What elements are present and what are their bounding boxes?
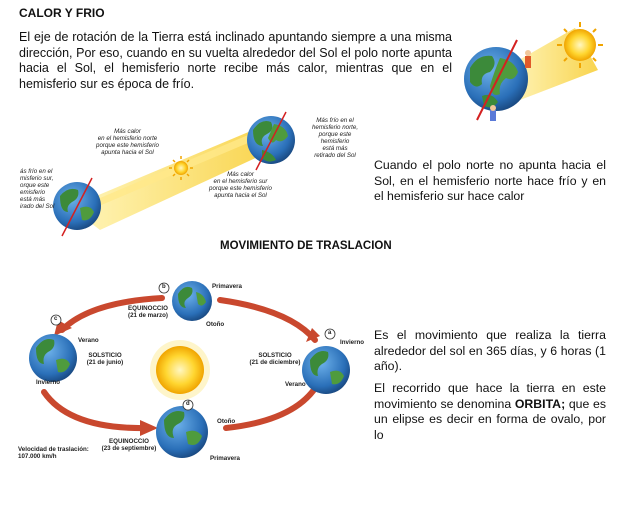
marker-a: a (328, 330, 332, 336)
label-lower-middle: Más calor en el hemisferio sur porque es… (209, 171, 272, 199)
label-equinoccio-bottom: EQUINOCCIO (23 de septiembre) (101, 438, 157, 452)
sun-icon-top (557, 22, 603, 68)
globe-icon-orbit-bottom (156, 406, 208, 458)
marker-c: c (54, 316, 58, 322)
globe-icon-orbit-top (172, 281, 212, 321)
label-verano-left: Verano (78, 337, 99, 344)
label-velocidad: Velocidad de traslación: 107.000 km/h (18, 446, 89, 460)
label-otono-top: Otoño (206, 321, 225, 328)
globe-icon-orbit-right (302, 346, 350, 394)
label-primavera-top: Primavera (212, 283, 242, 290)
traslacion-paragraph-2: El recorrido que hace la tierra en este … (374, 381, 606, 442)
intro-paragraph: El eje de rotación de la Tierra está inc… (19, 30, 452, 91)
globe-icon-top (464, 39, 531, 121)
label-invierno-left: Invierno (36, 379, 61, 386)
section-title-traslacion: MOVIMIENTO DE TRASLACION (220, 240, 392, 252)
traslacion-paragraph-1: Es el movimiento que realiza la tierra a… (374, 328, 606, 374)
marker-b: b (162, 284, 166, 290)
label-solsticio-left: SOLSTICIO (21 de junio) (86, 352, 124, 366)
globe-icon-right (247, 111, 295, 171)
sun-icon-middle (169, 156, 193, 180)
label-left-edge: ás frío en el misferio sur, orque este e… (20, 168, 55, 210)
label-equinoccio-top: EQUINOCCIO (21 de marzo) (128, 305, 168, 319)
label-verano-right: Verano (285, 381, 306, 388)
label-upper-middle: Más calor en el hemisferio norte porque … (96, 128, 159, 156)
label-otono-bottom: Otoño (217, 418, 236, 425)
globe-icon-left (53, 177, 101, 237)
globe-icon-orbit-left (29, 334, 77, 382)
label-invierno-right: Invierno (340, 339, 365, 346)
marker-d: d (186, 401, 190, 407)
label-upper-right: Más frío en el hemisferio norte, porque … (311, 117, 359, 159)
section-title-calor-frio: CALOR Y FRIO (19, 6, 105, 20)
label-primavera-bottom: Primavera (210, 455, 240, 462)
sun-icon-orbit (150, 340, 210, 400)
label-solsticio-right: SOLSTICIO (21 de diciembre) (249, 352, 301, 366)
side-paragraph: Cuando el polo norte no apunta hacia el … (374, 158, 606, 204)
